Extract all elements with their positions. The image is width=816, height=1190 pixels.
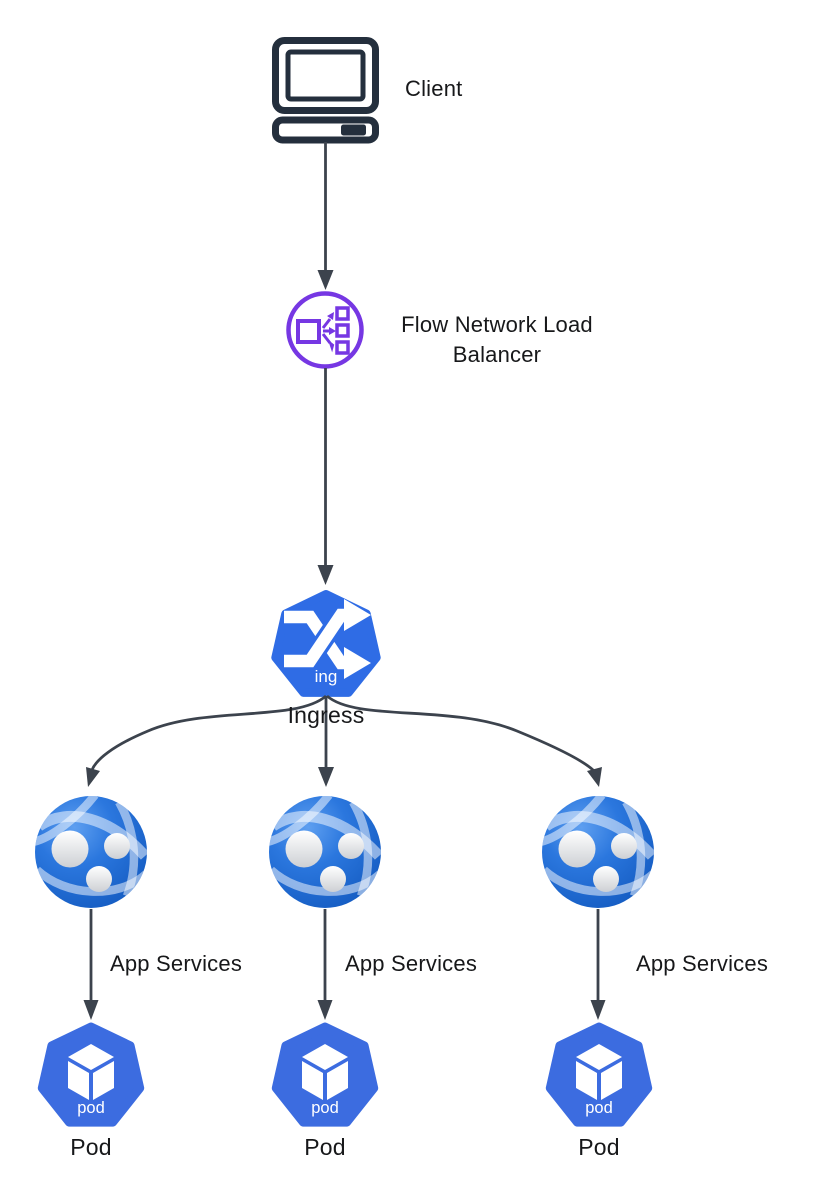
pod-label-2: Pod: [304, 1134, 346, 1160]
app-service-icon-3: [540, 795, 654, 908]
arrowhead: [318, 767, 334, 787]
app-services-label-2: App Services: [345, 951, 478, 976]
arrow-ingress-to-app1: [86, 694, 327, 787]
ingress-icon: ing: [271, 590, 381, 697]
lb-fan-arrows: [321, 312, 336, 353]
lb-target-square-top: [335, 306, 350, 321]
shuffle-icon: ing: [284, 599, 371, 686]
pod-badge-1: pod: [77, 1099, 105, 1117]
arrowhead: [83, 1000, 99, 1020]
lb-source-square: [296, 319, 321, 344]
lb-target-square-mid: [335, 323, 350, 338]
app-services-label-1: App Services: [110, 951, 243, 976]
arrow-app1-to-pod1: [83, 909, 99, 1020]
arrow-ingress-to-app2: [318, 696, 334, 787]
arrowhead: [587, 767, 602, 787]
pod-badge-3: pod: [585, 1099, 613, 1117]
arrowhead: [317, 565, 334, 585]
ingress-label: Ingress: [287, 702, 365, 728]
lb-target-square-bottom: [335, 340, 350, 355]
arrowhead: [317, 270, 334, 290]
arrowhead: [317, 1000, 333, 1020]
arrow-app2-to-pod2: [317, 909, 333, 1020]
arrowhead: [590, 1000, 606, 1020]
ingress-badge: ing: [315, 667, 338, 686]
arrow-app3-to-pod3: [590, 909, 606, 1020]
client-label: Client: [405, 76, 463, 101]
arrow-ingress-to-app3: [326, 694, 602, 787]
client-base: [272, 116, 379, 144]
load-balancer-icon: [286, 291, 364, 369]
pod-badge-2: pod: [311, 1099, 339, 1117]
arrow-client-to-lb: [317, 142, 334, 290]
client-base-slot: [341, 124, 366, 136]
pod-label-3: Pod: [578, 1134, 620, 1160]
load-balancer-label-line1: Flow Network Load: [401, 312, 593, 337]
app-service-icon-1: [33, 795, 147, 908]
arrow-lb-to-ingress: [317, 368, 334, 585]
client-monitor-screen: [285, 49, 366, 102]
arrowhead: [86, 767, 100, 787]
load-balancer-label: Flow Network Load Balancer: [377, 310, 617, 370]
pod-label-1: Pod: [70, 1134, 112, 1160]
app-services-label-3: App Services: [636, 951, 769, 976]
client-icon: [272, 37, 379, 144]
client-monitor: [272, 37, 379, 114]
app-service-icon-2: [267, 795, 381, 908]
load-balancer-label-line2: Balancer: [452, 342, 542, 367]
